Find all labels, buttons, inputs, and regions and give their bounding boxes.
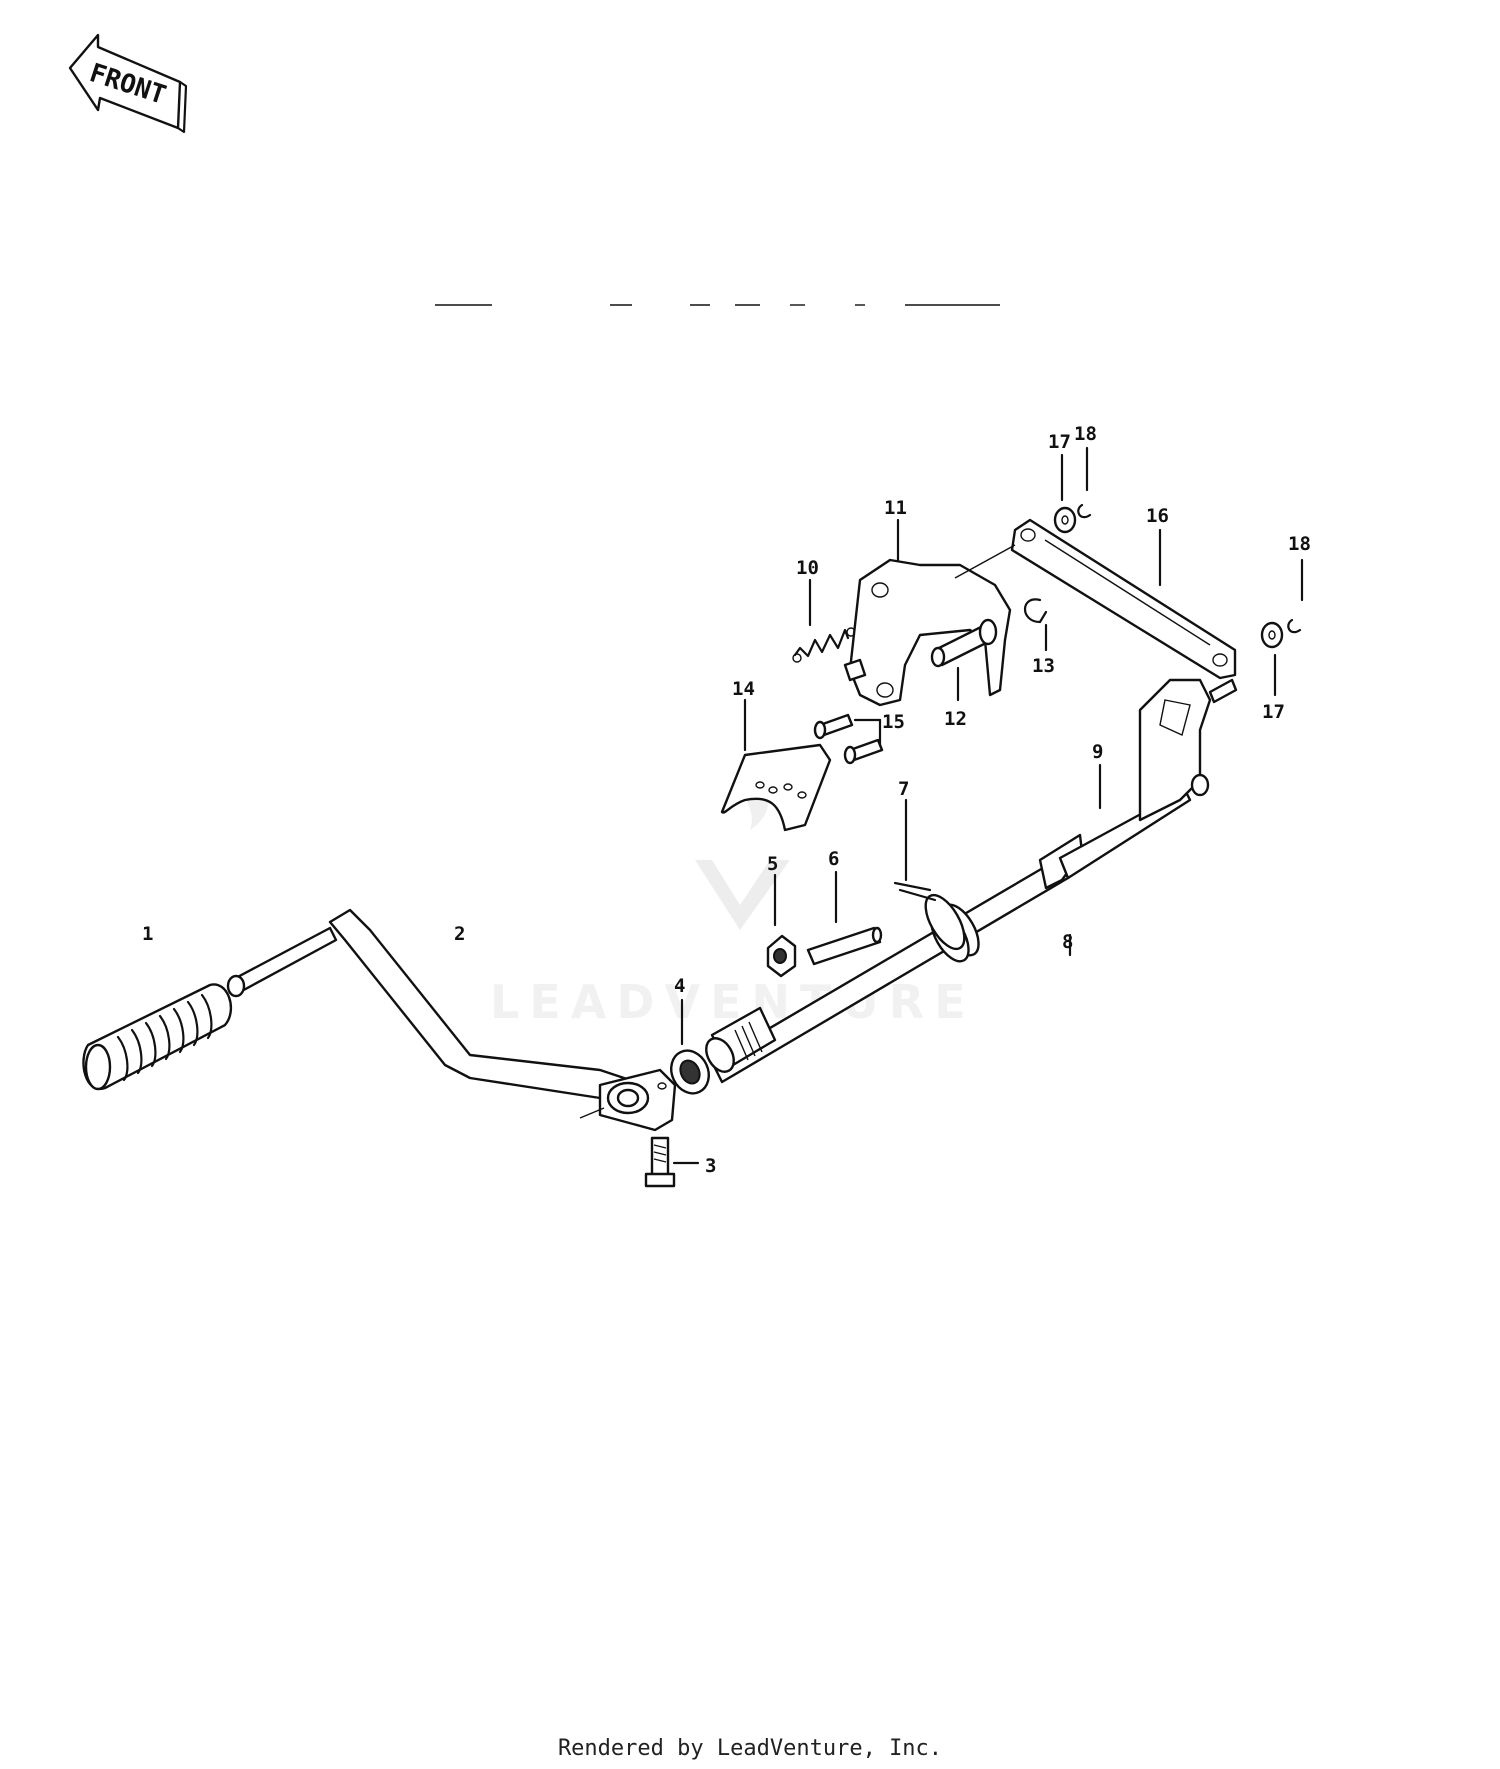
- collar: [766, 873, 797, 978]
- callout-11: 11: [884, 497, 907, 519]
- callout-12: 12: [944, 708, 967, 730]
- callout-2: 2: [454, 923, 465, 945]
- pedal-rubber: [82, 983, 233, 1091]
- callout-15: 15: [882, 711, 905, 733]
- callout-labels: 1 2 3 4 5 6 7 8 9 10 11 12 13 14 15 16 1…: [142, 423, 1311, 1177]
- callout-18-upper: 18: [1074, 423, 1097, 445]
- callout-9: 9: [1092, 741, 1103, 763]
- callout-1: 1: [142, 923, 153, 945]
- washer-lower: [1260, 621, 1284, 697]
- washer-upper: [1053, 453, 1077, 534]
- callout-6: 6: [828, 848, 839, 870]
- front-arrow-icon: FRONT: [68, 33, 188, 134]
- return-spring: [893, 798, 966, 951]
- screws: [813, 713, 884, 765]
- callout-17-lower: 17: [1262, 701, 1285, 723]
- callout-8: 8: [1062, 931, 1073, 953]
- shift-arm-shaft: [930, 618, 998, 702]
- callout-10: 10: [796, 557, 819, 579]
- callout-7: 7: [898, 778, 909, 800]
- callout-5: 5: [767, 853, 778, 875]
- callout-13: 13: [1032, 655, 1055, 677]
- bolt: [644, 1136, 700, 1188]
- callout-14: 14: [732, 678, 755, 700]
- shift-pedal-arm: [226, 908, 677, 1132]
- watermark-text: LEADVENTURE: [490, 975, 976, 1029]
- callout-16: 16: [1146, 505, 1169, 527]
- callout-17-upper: 17: [1048, 431, 1071, 453]
- oil-seal: [670, 998, 710, 1095]
- circlip: [1024, 598, 1048, 652]
- clip-upper: [1077, 446, 1092, 519]
- tension-spring: [792, 578, 856, 663]
- pin: [806, 870, 883, 966]
- credit-text: Rendered by LeadVenture, Inc.: [557, 1736, 943, 1761]
- link-rod: [954, 518, 1237, 680]
- callout-3: 3: [705, 1155, 716, 1177]
- callout-18-lower: 18: [1288, 533, 1311, 555]
- clip-lower: [1287, 558, 1304, 634]
- shift-arm-plate: [843, 518, 1012, 707]
- shift-shaft: [705, 678, 1238, 1084]
- callout-4: 4: [674, 975, 685, 997]
- guide-plate: [720, 698, 832, 832]
